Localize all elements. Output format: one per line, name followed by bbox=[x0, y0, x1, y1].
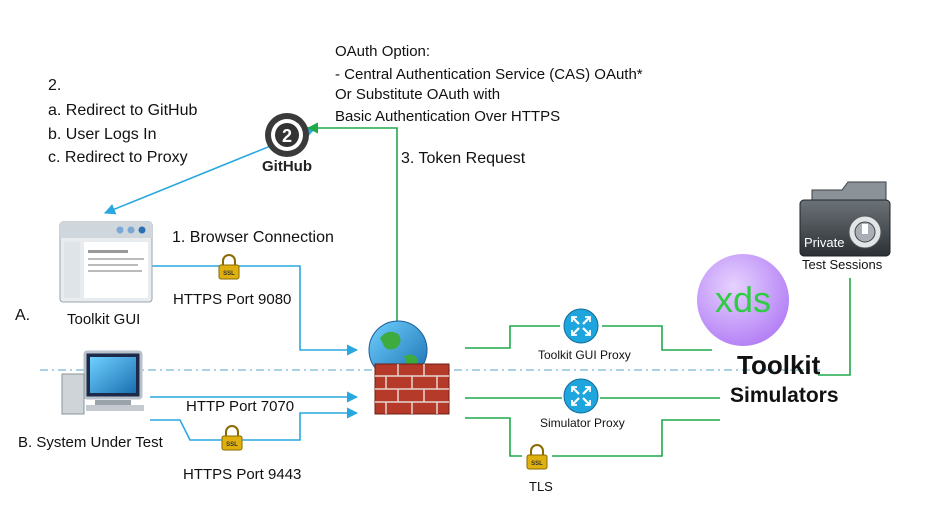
simulators-title: Simulators bbox=[730, 384, 839, 407]
tls-line-right bbox=[552, 419, 720, 457]
github-label: GitHub bbox=[262, 158, 312, 175]
oauth-option-cas: - Central Authentication Service (CAS) O… bbox=[335, 66, 643, 83]
step-2a: a. Redirect to GitHub bbox=[48, 102, 198, 119]
ssl-lock-icon: SSL bbox=[218, 254, 240, 280]
oauth-number: 2 bbox=[282, 126, 292, 146]
sessions-line bbox=[818, 278, 851, 376]
xds-label: xds bbox=[715, 279, 771, 320]
ssl-lock-icon: SSL bbox=[526, 444, 548, 470]
simulator-proxy-icon bbox=[563, 378, 599, 414]
sut-label: System Under Test bbox=[36, 434, 163, 451]
ssl-lock-label: SSL bbox=[223, 271, 235, 277]
step-2-title: 2. bbox=[48, 77, 62, 94]
http-port-7070-label: HTTP Port 7070 bbox=[186, 398, 295, 415]
computer-icon bbox=[61, 350, 144, 415]
toolkit-gui-label: Toolkit GUI bbox=[67, 311, 141, 328]
gui-proxy-line-right bbox=[602, 325, 712, 351]
https-port-9080-label: HTTPS Port 9080 bbox=[173, 291, 292, 308]
tls-label: TLS bbox=[529, 479, 553, 494]
marker-a: A. bbox=[15, 307, 31, 324]
step-3-token-request: 3. Token Request bbox=[401, 150, 526, 167]
step-1-browser-connection: 1. Browser Connection bbox=[172, 229, 334, 246]
browser-window-icon bbox=[59, 221, 153, 303]
github-oauth-icon: 2 GitHub bbox=[262, 113, 312, 175]
gui-proxy-line-left bbox=[465, 325, 560, 349]
folder-label: Private bbox=[804, 235, 844, 250]
ssl-lock-label: SSL bbox=[226, 442, 238, 448]
toolkit-gui-proxy-label: Toolkit GUI Proxy bbox=[538, 348, 631, 362]
simulator-proxy-label: Simulator Proxy bbox=[540, 416, 625, 430]
step-2c: c. Redirect to Proxy bbox=[48, 149, 188, 166]
ssl-lock-icon: SSL bbox=[221, 425, 243, 451]
private-folder-icon: Private bbox=[799, 181, 891, 257]
browser-connection-line bbox=[152, 265, 359, 356]
marker-b: B. bbox=[18, 434, 33, 451]
https-port-9443-label: HTTPS Port 9443 bbox=[183, 466, 302, 483]
system-under-test-label: B. System Under Test bbox=[18, 435, 163, 450]
ssl-lock-label: SSL bbox=[531, 461, 543, 467]
step-2b: b. User Logs In bbox=[48, 126, 157, 143]
gui-proxy-icon bbox=[563, 308, 599, 344]
oauth-option-heading: OAuth Option: bbox=[335, 43, 431, 60]
oauth-option-basic-auth: Basic Authentication Over HTTPS bbox=[335, 108, 561, 125]
https-9443-line bbox=[150, 407, 359, 441]
test-sessions-label: Test Sessions bbox=[802, 257, 883, 272]
oauth-option-substitute: Or Substitute OAuth with bbox=[335, 86, 501, 103]
token-request-line bbox=[306, 122, 398, 322]
xds-logo: xds bbox=[697, 254, 789, 346]
toolkit-title: Toolkit bbox=[737, 350, 821, 380]
tls-line-left bbox=[465, 417, 522, 457]
firewall-icon bbox=[368, 320, 450, 415]
